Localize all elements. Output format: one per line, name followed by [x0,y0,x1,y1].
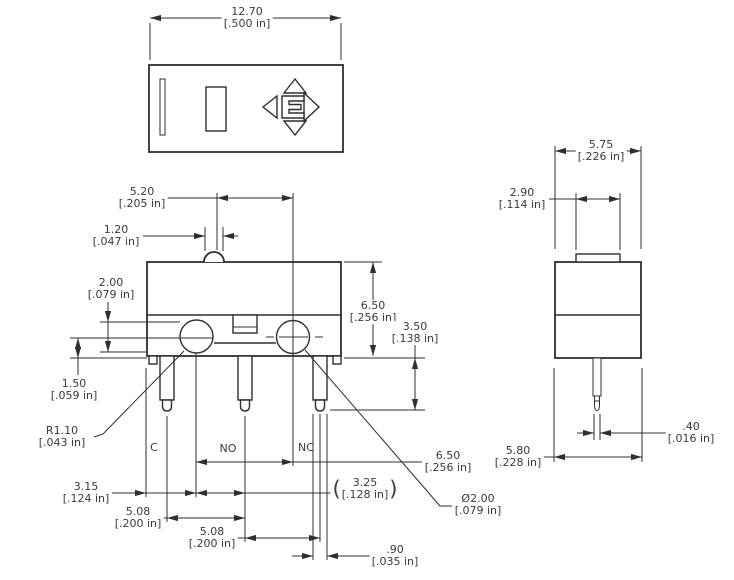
front-tab-right [332,355,342,365]
side-body-outline [554,261,642,359]
dim-label-body-height: 6.50 [.256 in] [347,299,399,324]
arrow-down-icon [282,120,308,137]
mounting-hole-left [179,319,214,354]
leader-hole-diameter [304,349,452,507]
top-window [205,86,227,132]
front-view [70,193,452,560]
side-view [544,146,666,462]
dim-label-hole-diameter: Ø2.00 [.079 in] [452,492,504,517]
side-button [575,253,621,263]
dim-label-pin-pitch-a: 5.08 [.200 in] [112,505,164,530]
terminal-label-common: C [150,441,158,454]
dim-label-top-width: 12.70 [.500 in] [221,5,273,30]
leader-corner-radius [93,350,185,438]
dim-hole-depth [100,302,180,353]
dim-plunger-offset [166,193,293,250]
top-view [148,14,344,153]
hole-centerlines [100,193,323,466]
dim-label-hole-depth: 2.00 [.079 in] [85,276,137,301]
pin-normally-open [237,355,253,412]
four-way-arrow-icon [261,77,321,137]
dim-label-side-width: 5.75 [.226 in] [575,138,627,163]
dim-label-corner-radius: R1.10 [.043 in] [36,424,88,449]
dim-label-hole-center-height: 1.50 [.059 in] [48,377,100,402]
pin-normally-closed [312,355,328,412]
arrow-up-icon [282,77,308,94]
front-window [232,314,258,334]
arrow-right-icon [303,91,321,123]
logo-e-shape [281,95,305,119]
top-slot [159,78,166,136]
dim-label-button-width: 2.90 [.114 in] [496,186,548,211]
dim-button-width [549,193,621,250]
dim-label-hole-spacing: 6.50 [.256 in] [422,449,474,474]
dim-label-pin-thickness: .90 [.035 in] [369,543,421,568]
dim-label-hole-to-pin-ref: ( 3.25 [.128 in] ) [330,476,400,501]
dim-side-bottom-width [544,368,643,462]
dim-label-plunger-offset: 5.20 [.205 in] [116,185,168,210]
dim-label-side-bottom-width: 5.80 [.228 in] [492,444,544,469]
front-tab-left [148,355,158,365]
front-plunger [203,251,225,263]
dim-label-plunger-width: 1.20 [.047 in] [90,223,142,248]
arrow-left-icon [261,94,278,120]
front-body-outline [146,261,342,357]
dim-hole-center-height [70,337,147,375]
terminal-label-normally-closed: NC [298,441,314,454]
terminal-label-normally-open: NO [219,442,237,455]
dim-label-pin-pitch-b: 5.08 [.200 in] [186,525,238,550]
dim-pin-length [330,345,425,411]
dim-label-edge-to-hole: 3.15 [.124 in] [60,480,112,505]
pin-common [159,355,175,412]
side-pin [592,357,602,412]
dim-plunger-width [143,227,238,251]
dim-label-side-pin-thickness: .40 [.016 in] [665,420,717,445]
dim-side-pin-thickness [577,414,666,440]
dim-label-pin-length: 3.50 [.138 in] [389,320,441,345]
